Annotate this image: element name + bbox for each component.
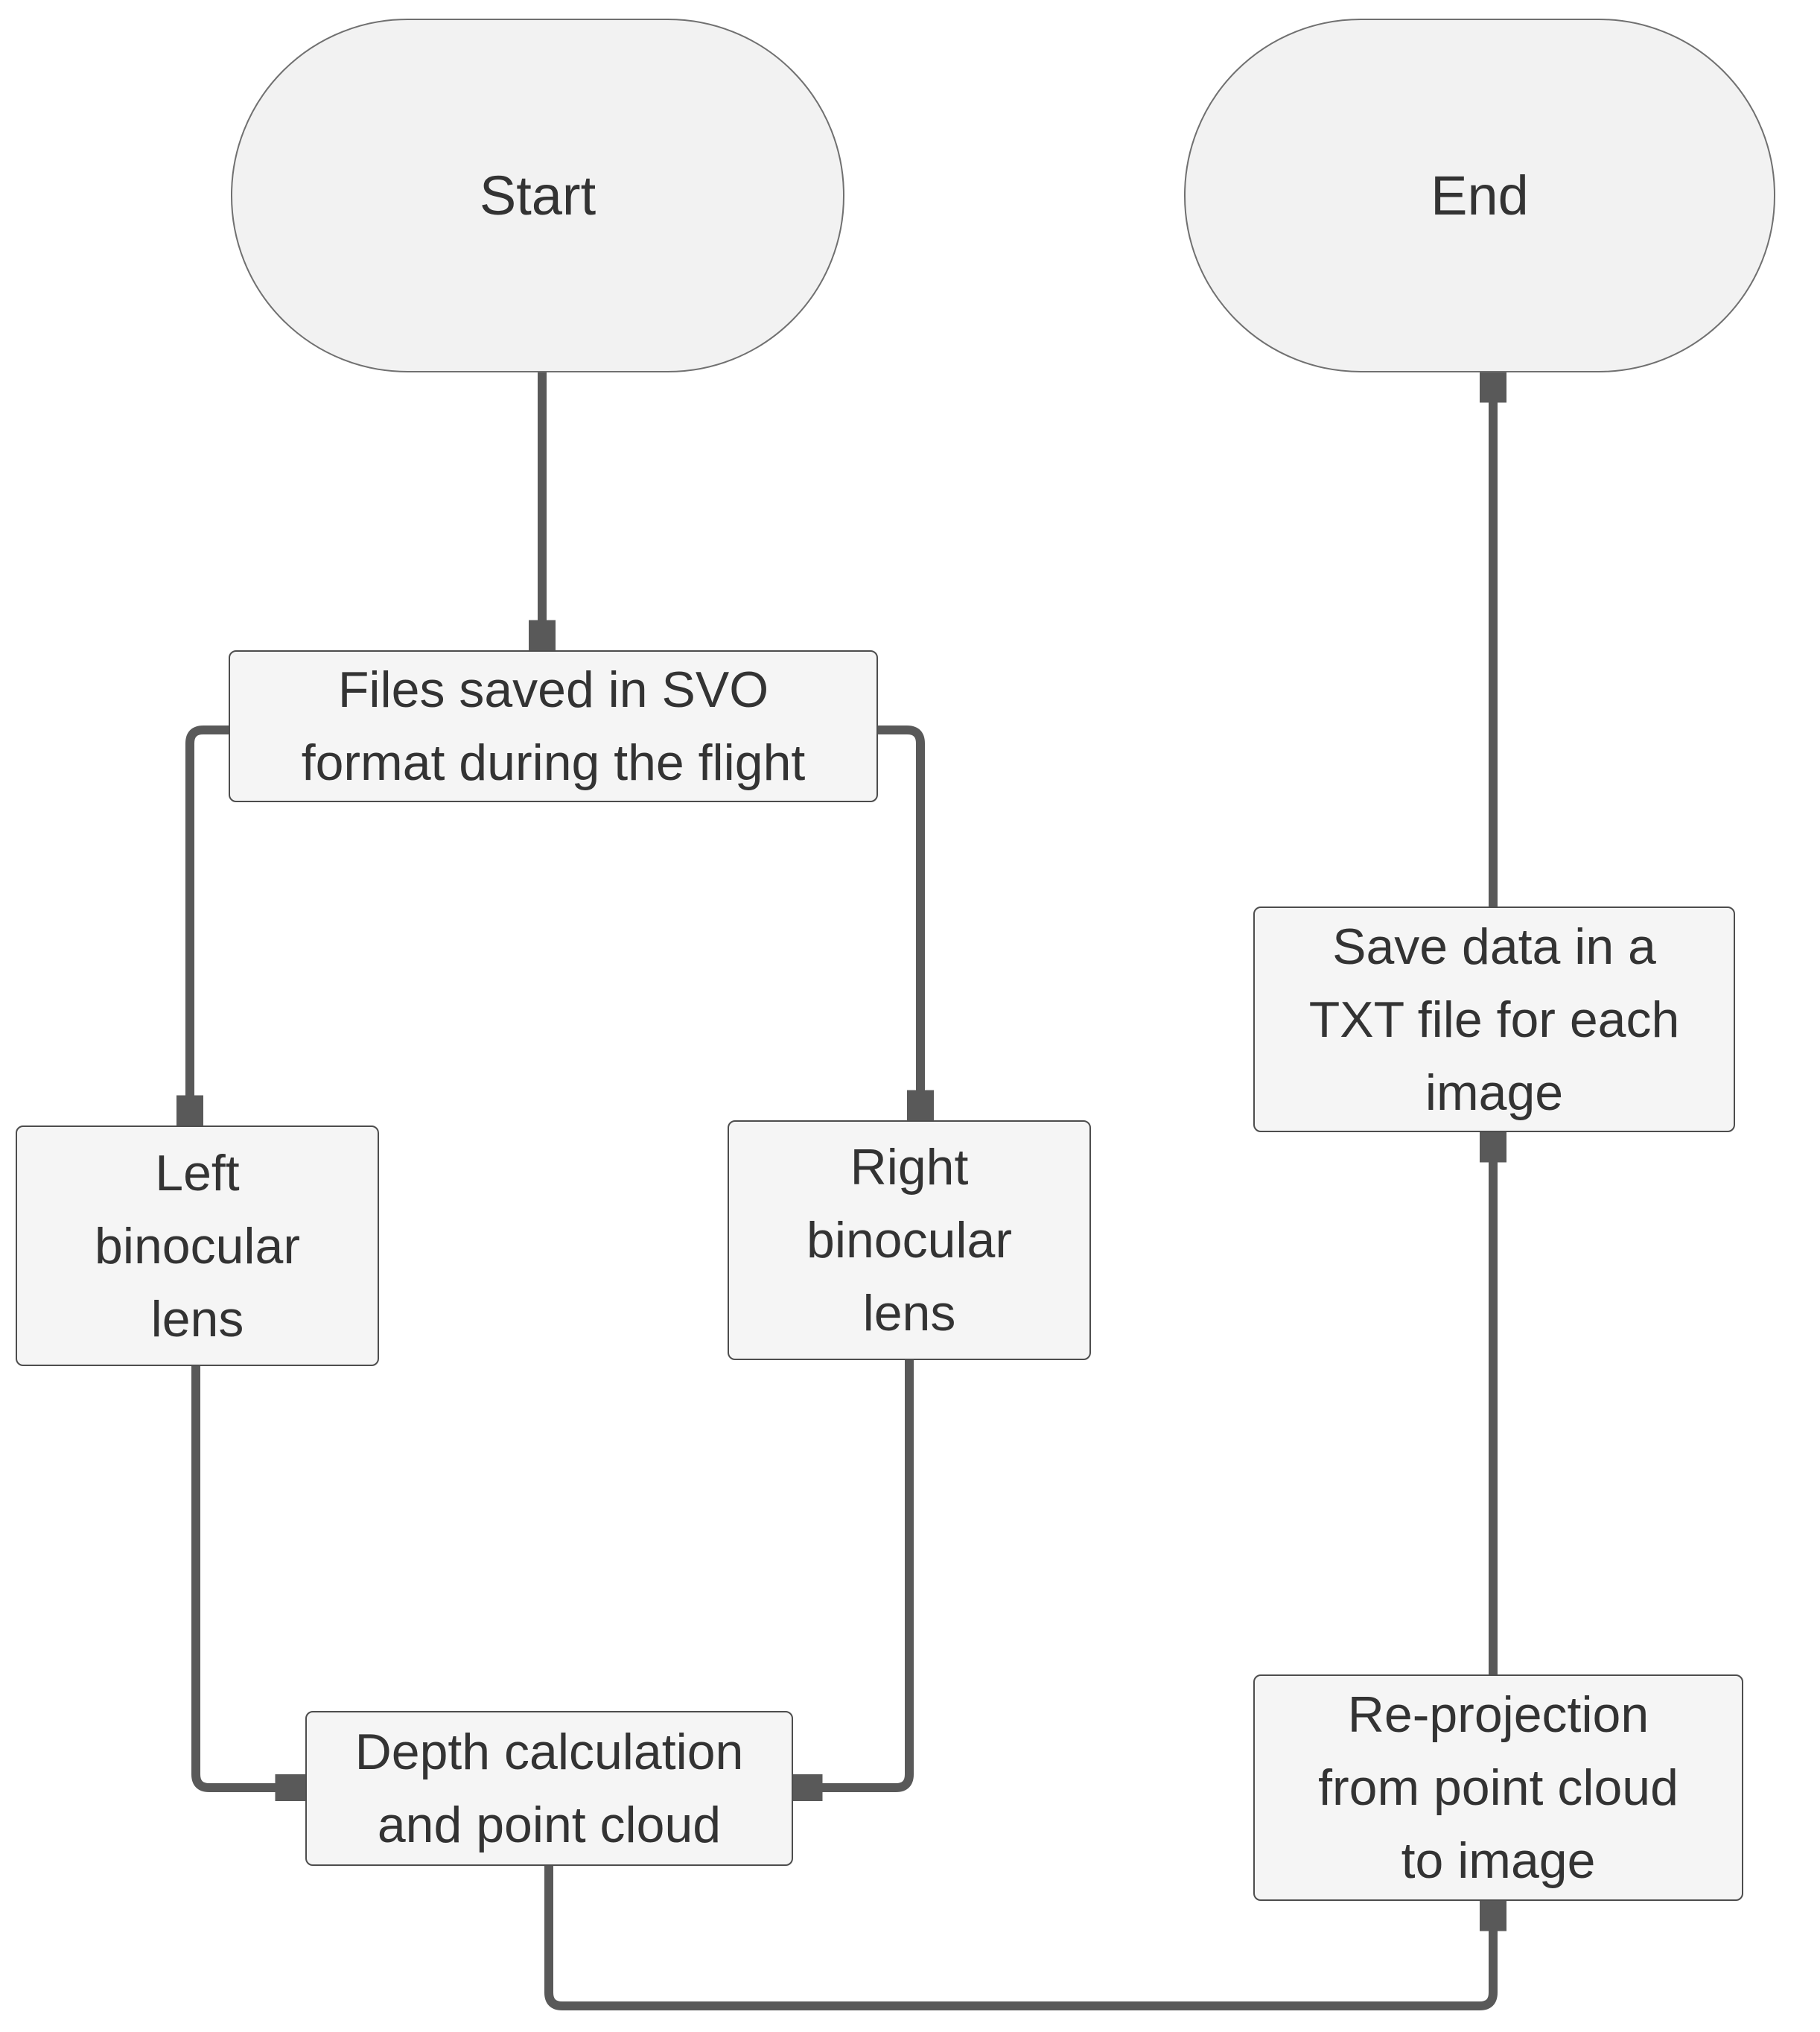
edge-left-lens-to-depth: [191, 1366, 300, 1788]
reprojection-node-line: from point cloud: [1318, 1759, 1679, 1816]
reprojection-node: Re-projection from point cloud to image: [1253, 1674, 1743, 1901]
edge-right-lens-to-depth: [798, 1360, 914, 1788]
right-binocular-lens-node-line: binocular: [806, 1212, 1012, 1269]
edge-depth-to-reprojection: [544, 1866, 1493, 2010]
right-binocular-lens-node: Right binocular lens: [728, 1120, 1091, 1360]
end-label: End: [1431, 165, 1529, 226]
start-label: Start: [479, 165, 596, 226]
files-svo-node-line: Files saved in SVO: [337, 661, 769, 718]
right-binocular-lens-node-line: Right: [850, 1139, 969, 1196]
save-txt-node-line: Save data in a: [1332, 918, 1656, 975]
save-txt-node-line: TXT file for each: [1308, 991, 1680, 1048]
edge-files-to-right-lens: [878, 726, 920, 1115]
left-binocular-lens-node-line: lens: [150, 1290, 244, 1347]
files-svo-node-line: format during the flight: [301, 734, 806, 791]
depth-calculation-node-line: Depth calculation: [354, 1724, 744, 1780]
end-node: End: [1184, 19, 1775, 372]
edge-files-to-left-lens: [190, 726, 229, 1120]
reprojection-node-line: to image: [1401, 1832, 1596, 1889]
depth-calculation-node-line: and point cloud: [377, 1797, 722, 1853]
save-txt-node-line: image: [1425, 1064, 1564, 1121]
left-binocular-lens-node-line: binocular: [95, 1217, 300, 1274]
depth-calculation-node: Depth calculation and point cloud: [305, 1711, 793, 1866]
left-binocular-lens-node-line: Left: [155, 1144, 240, 1201]
left-binocular-lens-node: Left binocular lens: [16, 1125, 379, 1366]
files-svo-node: Files saved in SVO format during the fli…: [229, 650, 878, 802]
start-node: Start: [231, 19, 844, 372]
reprojection-node-line: Re-projection: [1347, 1686, 1649, 1743]
save-txt-node: Save data in a TXT file for each image: [1253, 907, 1735, 1132]
right-binocular-lens-node-line: lens: [862, 1285, 956, 1342]
